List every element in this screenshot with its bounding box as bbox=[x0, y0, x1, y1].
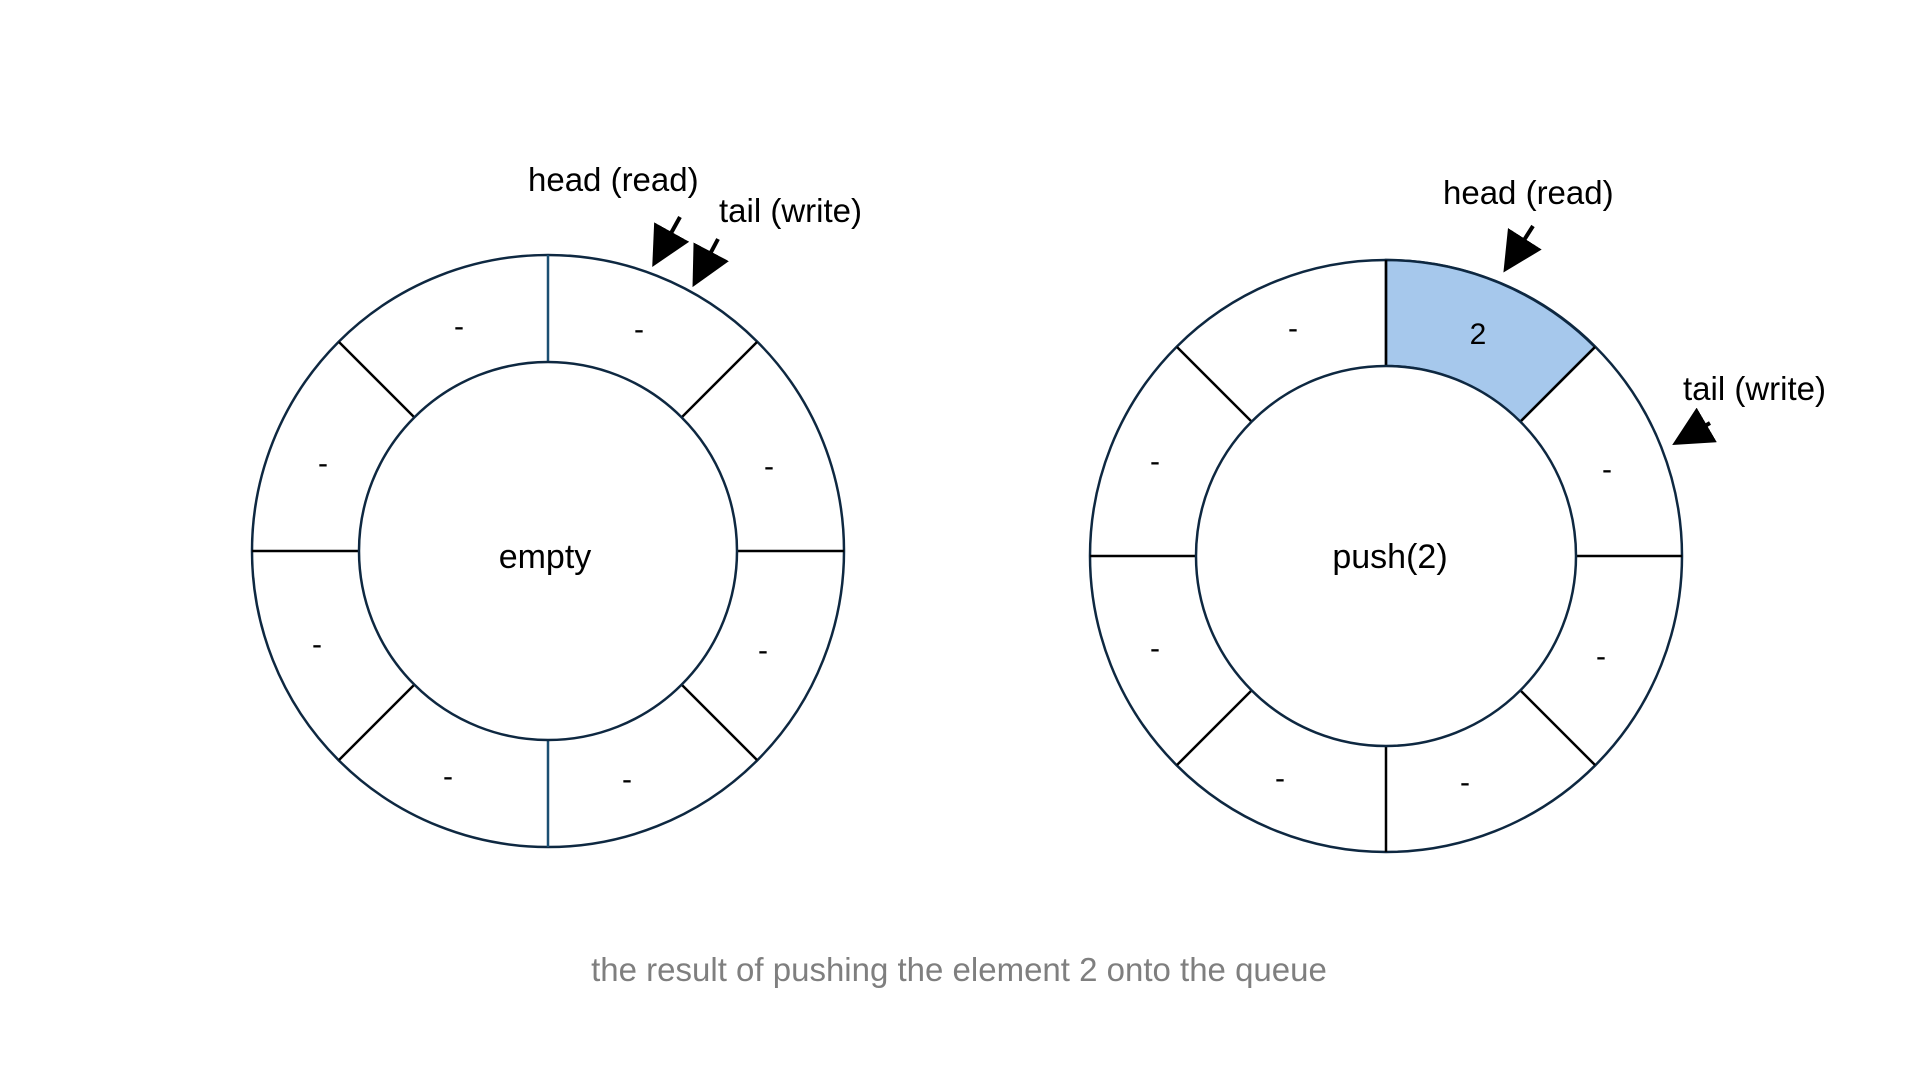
tail-pointer-label: tail (write) bbox=[719, 192, 862, 229]
slot-value: - bbox=[1275, 762, 1285, 795]
slot-divider bbox=[681, 684, 758, 761]
slot-value: - bbox=[443, 760, 453, 793]
slot-value: - bbox=[622, 763, 632, 796]
center-label: empty bbox=[499, 538, 592, 576]
slot-divider bbox=[1519, 346, 1596, 423]
tail-pointer-label: tail (write) bbox=[1683, 370, 1826, 407]
slot-value: - bbox=[1596, 640, 1606, 673]
slot-value: - bbox=[312, 628, 322, 661]
slot-value: - bbox=[454, 310, 464, 343]
slot-divider bbox=[1519, 689, 1596, 766]
ring-inner-circle bbox=[1194, 364, 1578, 748]
slot-value: - bbox=[758, 634, 768, 667]
ring-inner-circle bbox=[357, 360, 739, 742]
slot-divider bbox=[681, 341, 758, 418]
slot-value: - bbox=[1602, 453, 1612, 486]
slot-value: - bbox=[1460, 766, 1470, 799]
tail-arrow bbox=[692, 238, 729, 288]
slot-value: - bbox=[764, 450, 774, 483]
slot-divider bbox=[1176, 689, 1253, 766]
slot-divider bbox=[1176, 346, 1253, 423]
slot-value: - bbox=[318, 447, 328, 480]
slot-divider bbox=[338, 684, 415, 761]
head-arrow bbox=[1503, 224, 1542, 273]
slot-value: - bbox=[634, 313, 644, 346]
ring-buffer-empty: - - - - - - - - empty head (read) tail (… bbox=[250, 161, 862, 849]
slot-value: - bbox=[1150, 632, 1160, 665]
head-pointer-label: head (read) bbox=[1443, 174, 1614, 211]
head-pointer-label: head (read) bbox=[528, 161, 699, 198]
caption: the result of pushing the element 2 onto… bbox=[591, 951, 1327, 988]
tail-arrow bbox=[1672, 407, 1717, 446]
slot-divider bbox=[338, 341, 415, 418]
head-arrow bbox=[652, 216, 690, 267]
ring-buffer-push: 2 - - - - - - - push(2) head (read) tail… bbox=[1088, 174, 1826, 854]
slot-value: - bbox=[1150, 445, 1160, 478]
slot-value: - bbox=[1288, 312, 1298, 345]
center-label: push(2) bbox=[1332, 538, 1447, 576]
slot-value: 2 bbox=[1470, 318, 1487, 351]
